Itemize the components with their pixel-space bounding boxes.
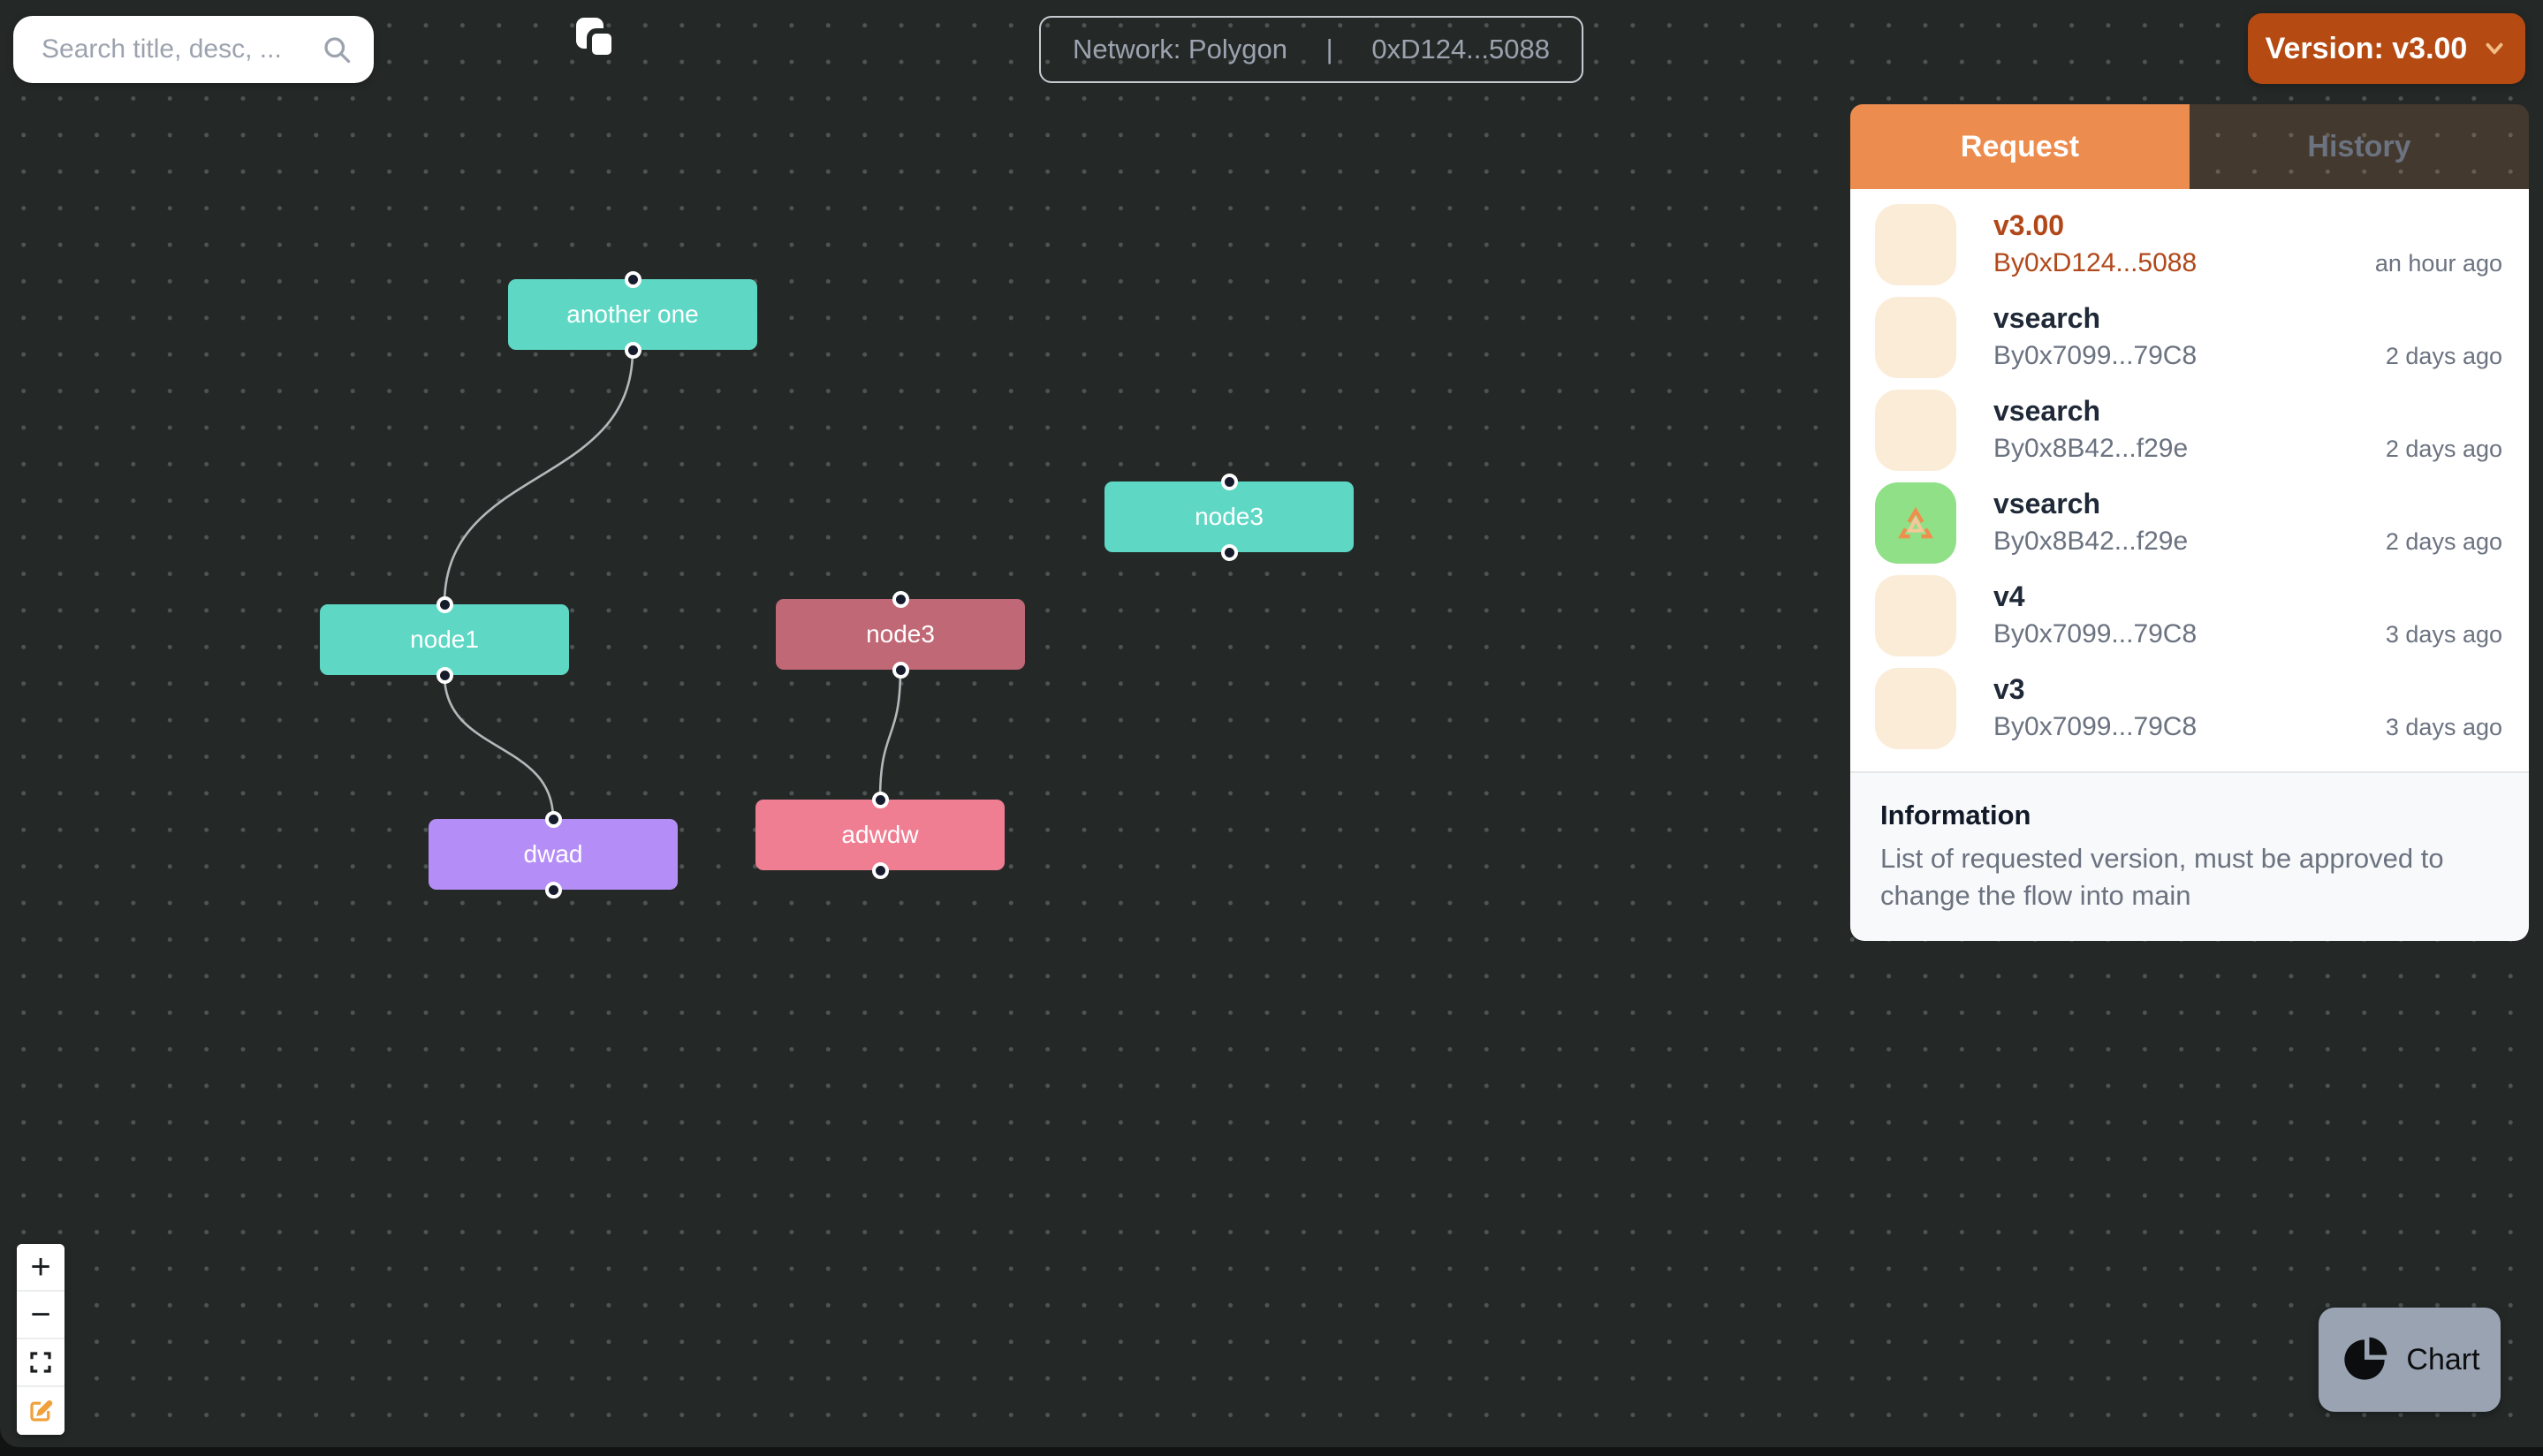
request-timestamp: 2 days ago	[2385, 436, 2502, 463]
edit-icon	[30, 1399, 53, 1422]
node-handle-bottom[interactable]	[1220, 543, 1238, 561]
edit-mode-button[interactable]	[17, 1387, 65, 1435]
flow-node-node3-teal[interactable]: node3	[1104, 473, 1354, 561]
chart-button-label: Chart	[2406, 1342, 2480, 1376]
node-handle-bottom[interactable]	[624, 341, 641, 359]
chevron-down-icon	[2486, 42, 2503, 55]
search-box	[13, 16, 374, 83]
request-avatar	[1875, 296, 1956, 378]
tab-history[interactable]: History	[2190, 104, 2529, 189]
request-avatar	[1875, 203, 1956, 285]
request-timestamp: 2 days ago	[2385, 528, 2502, 556]
request-list-item[interactable]: v3.00 By0xD124...5088 an hour ago	[1850, 198, 2529, 291]
flow-node-node3-red[interactable]: node3	[776, 590, 1025, 679]
flow-node-dwad[interactable]: dwad	[429, 810, 678, 899]
flow-node-another-one[interactable]: another one	[508, 270, 757, 359]
panel-tabs: Request History	[1850, 104, 2529, 189]
request-author-address: By0x8B42...f29e	[1993, 434, 2189, 464]
request-author-address: By0x7099...79C8	[1993, 619, 2198, 649]
request-timestamp: an hour ago	[2374, 250, 2502, 277]
version-dropdown-button[interactable]: Version: v3.00	[2248, 13, 2525, 84]
node-label: node1	[410, 626, 479, 653]
node-label: dwad	[523, 840, 583, 868]
network-label: Network: Polygon	[1073, 34, 1287, 64]
canvas-controls: + −	[17, 1244, 65, 1435]
request-author-address: By0x7099...79C8	[1993, 712, 2198, 742]
search-input[interactable]	[13, 16, 374, 83]
node-label: node3	[1195, 503, 1264, 530]
zoom-out-button[interactable]: −	[17, 1292, 65, 1339]
copy-button[interactable]	[576, 18, 619, 60]
request-author-address: By0xD124...5088	[1993, 248, 2198, 278]
request-avatar	[1875, 389, 1956, 471]
request-title: v4	[1993, 580, 2025, 612]
request-title: vsearch	[1993, 394, 2100, 427]
fit-view-button[interactable]	[17, 1339, 65, 1387]
network-separator: |	[1325, 34, 1333, 64]
info-section: Information List of requested version, m…	[1850, 771, 2529, 941]
request-list-item[interactable]: vsearch By0x7099...79C8 2 days ago	[1850, 291, 2529, 383]
request-avatar-triangle-logo-icon	[1875, 482, 1956, 564]
network-info: Network: Polygon | 0xD124...5088	[1039, 16, 1583, 83]
request-title: vsearch	[1993, 487, 2100, 519]
request-list-item[interactable]: v4 By0x7099...79C8 3 days ago	[1850, 569, 2529, 662]
node-handle-bottom[interactable]	[544, 881, 562, 899]
request-timestamp: 3 days ago	[2385, 714, 2502, 741]
node-handle-top[interactable]	[544, 810, 562, 828]
fit-view-icon	[30, 1352, 51, 1373]
info-body: List of requested version, must be appro…	[1880, 843, 2444, 912]
request-author-address: By0x7099...79C8	[1993, 341, 2198, 371]
node-handle-top[interactable]	[436, 595, 453, 613]
request-list-item[interactable]: v3 By0x7099...79C8 3 days ago	[1850, 662, 2529, 755]
request-title: v3	[1993, 672, 2025, 705]
chart-button[interactable]: Chart	[2319, 1308, 2501, 1412]
node-handle-bottom[interactable]	[871, 861, 889, 879]
info-title: Information	[1880, 800, 2031, 831]
minus-icon: −	[30, 1295, 51, 1334]
tab-request[interactable]: Request	[1850, 104, 2190, 189]
flow-node-adwdw[interactable]: adwdw	[755, 791, 1005, 879]
request-avatar	[1875, 667, 1956, 749]
node-handle-bottom[interactable]	[436, 666, 453, 684]
node-handle-top[interactable]	[871, 791, 889, 808]
edge-another-one-to-node1[interactable]	[443, 349, 634, 605]
version-label: Version: v3.00	[2265, 31, 2468, 65]
node-label: adwdw	[841, 821, 919, 848]
contract-address: 0xD124...5088	[1371, 34, 1550, 64]
request-timestamp: 3 days ago	[2385, 621, 2502, 648]
request-title: v3.00	[1993, 209, 2065, 241]
request-author-address: By0x8B42...f29e	[1993, 527, 2189, 557]
request-title: vsearch	[1993, 301, 2100, 334]
request-timestamp: 2 days ago	[2385, 343, 2502, 370]
node-handle-top[interactable]	[892, 590, 909, 608]
request-list-item[interactable]: vsearch By0x8B42...f29e 2 days ago	[1850, 383, 2529, 476]
request-list-item[interactable]: vsearch By0x8B42...f29e 2 days ago	[1850, 476, 2529, 569]
request-panel: Request History v3.00 By0xD124...5088 an…	[1850, 104, 2529, 941]
edge-node3-red-to-adwdw[interactable]	[878, 669, 902, 800]
request-avatar	[1875, 574, 1956, 656]
node-handle-top[interactable]	[1220, 473, 1238, 490]
plus-icon: +	[30, 1247, 51, 1286]
node-label: node3	[866, 620, 935, 648]
request-list: v3.00 By0xD124...5088 an hour ago vsearc…	[1850, 189, 2529, 772]
flow-node-node1[interactable]: node1	[320, 595, 569, 684]
edge-node1-to-dwad[interactable]	[443, 674, 555, 820]
pie-chart-icon	[2344, 1337, 2387, 1380]
node-handle-top[interactable]	[624, 270, 641, 288]
node-handle-bottom[interactable]	[892, 661, 909, 679]
node-label: another one	[566, 300, 699, 328]
zoom-in-button[interactable]: +	[17, 1244, 65, 1292]
